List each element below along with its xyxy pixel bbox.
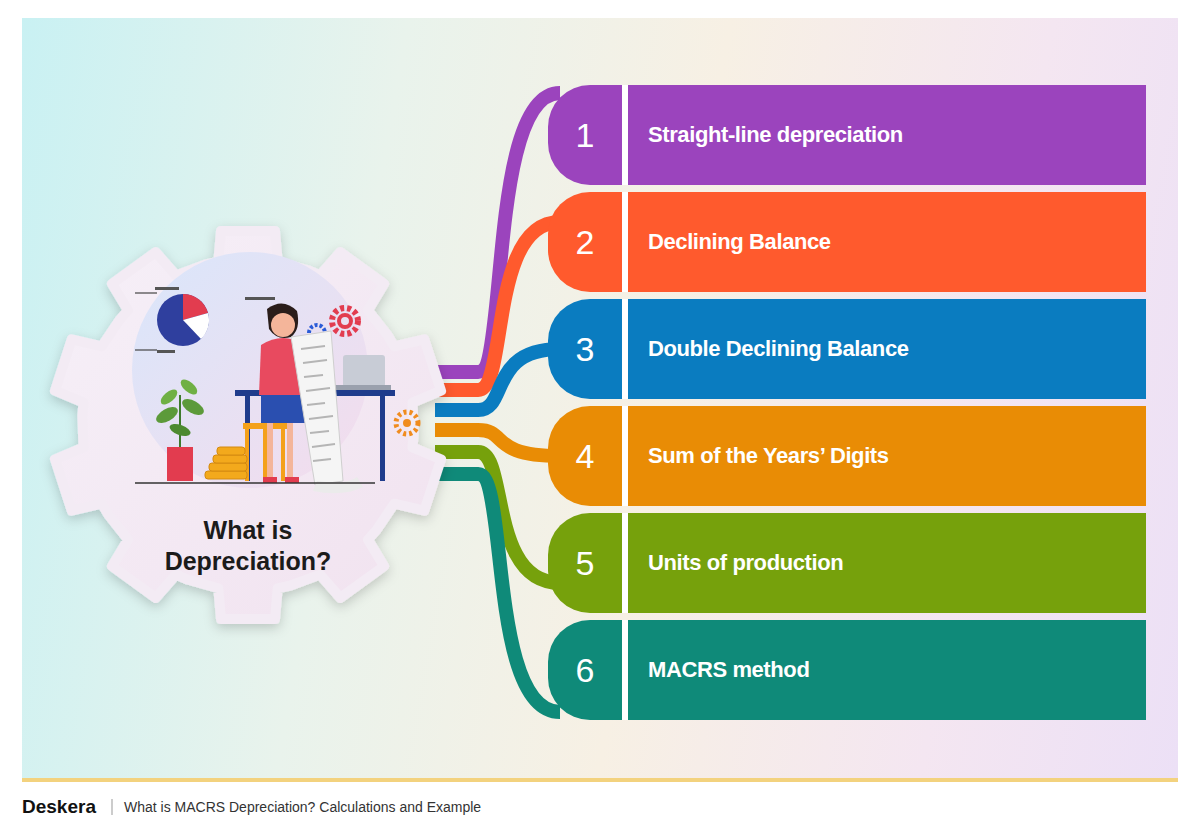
method-band: 4Sum of the Years’ Digits [548, 406, 1146, 506]
method-band: 1Straight-line depreciation [548, 85, 1146, 185]
ribbon-connector [435, 349, 560, 410]
step-number: 2 [548, 192, 628, 292]
method-label: Declining Balance [628, 192, 1146, 292]
method-label: Straight-line depreciation [628, 85, 1146, 185]
method-band: 6MACRS method [548, 620, 1146, 720]
ribbon-connector [435, 222, 560, 390]
ribbon-connector [435, 474, 560, 712]
footer-rule [22, 778, 1178, 782]
step-number: 5 [548, 513, 628, 613]
step-number: 3 [548, 299, 628, 399]
gear-title-wrap: What is Depreciation? [55, 515, 441, 578]
method-band: 2Declining Balance [548, 192, 1146, 292]
method-label: Double Declining Balance [628, 299, 1146, 399]
method-label: MACRS method [628, 620, 1146, 720]
brand-name: Deskera [22, 796, 96, 818]
footer-caption: What is MACRS Depreciation? Calculations… [124, 799, 481, 815]
footer-divider [112, 799, 113, 815]
step-number: 4 [548, 406, 628, 506]
method-band: 5Units of production [548, 513, 1146, 613]
gear-node: What is Depreciation? [55, 225, 441, 625]
gear-title: What is Depreciation? [138, 515, 358, 578]
method-band: 3Double Declining Balance [548, 299, 1146, 399]
gear-shape [55, 231, 441, 619]
step-number: 1 [548, 85, 628, 185]
method-label: Units of production [628, 513, 1146, 613]
method-label: Sum of the Years’ Digits [628, 406, 1146, 506]
step-number: 6 [548, 620, 628, 720]
